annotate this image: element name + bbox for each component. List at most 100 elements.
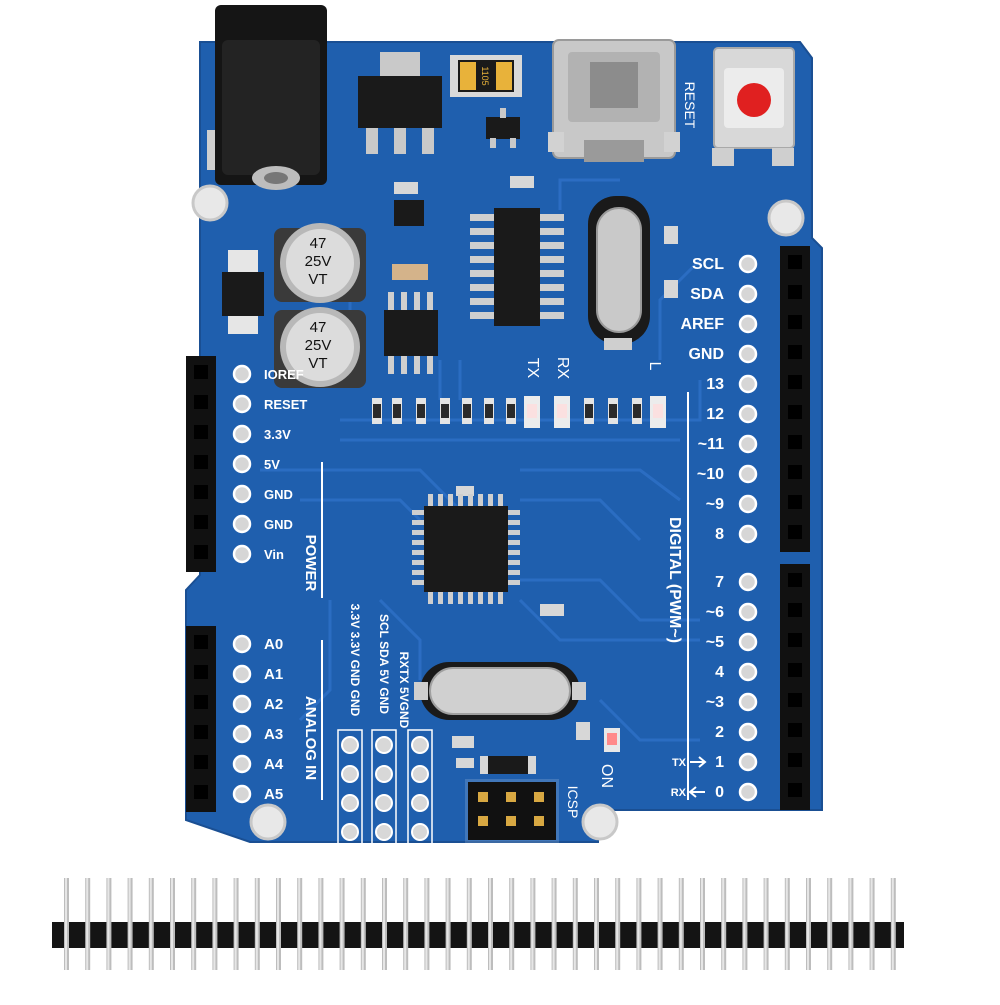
pin-label: SCL	[692, 256, 724, 273]
socket-hole	[788, 663, 802, 677]
socket-hole	[788, 345, 802, 359]
pin-label: AREF	[680, 316, 724, 333]
header-pin-highlight	[637, 878, 640, 970]
soic8-chip	[384, 292, 438, 374]
pin-pad	[738, 374, 758, 394]
pin-pad	[232, 724, 252, 744]
header-pin-highlight	[107, 878, 110, 970]
pin-hole	[375, 736, 393, 754]
socket-hole	[788, 693, 802, 707]
pin-pad	[738, 254, 758, 274]
icsp-pin	[478, 792, 488, 802]
arrow-left-icon	[688, 786, 705, 798]
smd-resistor-body	[441, 404, 449, 418]
smd-resistor-body	[417, 404, 425, 418]
chip-lead	[414, 356, 420, 374]
header-pin-highlight	[531, 878, 534, 970]
on-led-label: ON	[598, 764, 615, 788]
chip-lead	[427, 356, 433, 374]
chip-lead	[470, 298, 494, 305]
chip-lead	[508, 580, 520, 585]
pin-hole	[341, 765, 359, 783]
electrolytic-capacitor: 47 25V VT	[274, 307, 366, 388]
pin-pad	[232, 424, 252, 444]
header-pin-highlight	[340, 878, 343, 970]
pin-label: 13	[706, 376, 724, 393]
chip-lead	[478, 592, 483, 604]
pin-label: A1	[264, 666, 283, 683]
header-pin-highlight	[467, 878, 470, 970]
power-on-led	[604, 728, 620, 752]
pin-hole	[341, 736, 359, 754]
rx-led-label: RX	[554, 357, 571, 380]
icsp-pin	[534, 816, 544, 826]
smd-resistor-body	[507, 404, 515, 418]
chip-lead	[468, 592, 473, 604]
chip-lead	[412, 560, 424, 565]
chip-lead	[388, 356, 394, 374]
pin-label: ~11	[698, 436, 724, 453]
header-pin-highlight	[828, 878, 831, 970]
smd-resistor-body	[485, 404, 493, 418]
pin-label: A3	[264, 726, 283, 743]
socket-hole	[194, 755, 208, 769]
pin-label: 2	[715, 724, 724, 741]
smd-led-lens	[527, 404, 537, 418]
diode	[222, 250, 264, 334]
electrolytic-capacitor: 47 25V VT	[274, 223, 366, 303]
socket-hole	[788, 405, 802, 419]
pin-label: ~3	[706, 694, 724, 711]
chip-lead	[540, 312, 564, 319]
header-pin-highlight	[213, 878, 216, 970]
pin-pad	[232, 664, 252, 684]
l-led-label: L	[646, 362, 663, 371]
pin-pad	[232, 694, 252, 714]
chip-lead	[412, 510, 424, 515]
pin-pad	[232, 484, 252, 504]
header-pin-highlight	[425, 878, 428, 970]
strip-plastic-body	[52, 922, 904, 948]
socket-hole	[194, 545, 208, 559]
header-pin-highlight	[701, 878, 703, 970]
chip-lead	[498, 494, 503, 506]
chip-lead	[470, 284, 494, 291]
chip-lead	[388, 292, 394, 310]
reset-button[interactable]	[712, 47, 795, 166]
chip-lead	[508, 570, 520, 575]
power-title: POWER	[302, 535, 319, 592]
socket-hole	[194, 425, 208, 439]
pin-hole	[341, 794, 359, 812]
chip-lead	[401, 356, 407, 374]
pin-hole	[411, 765, 429, 783]
chip-lead	[508, 520, 520, 525]
crystal-16mhz	[414, 662, 586, 720]
socket-hole	[788, 573, 802, 587]
header-pin-highlight	[870, 878, 873, 970]
chip-lead	[508, 560, 520, 565]
usb-serial-chip	[470, 208, 564, 326]
chip-body	[384, 310, 438, 356]
pin-label: A5	[264, 786, 283, 803]
socket-hole	[788, 315, 802, 329]
socket-hole	[788, 783, 802, 797]
socket-hole	[788, 375, 802, 389]
chip-lead	[458, 592, 463, 604]
chip-body	[494, 208, 540, 326]
smd-resistor-body	[633, 404, 641, 418]
header-pin-highlight	[552, 878, 555, 970]
ext-column-outline	[407, 729, 433, 849]
pin-label: 4	[715, 664, 724, 681]
digital-title: DIGITAL (PWM~)	[666, 517, 683, 643]
smd-resistor-body	[393, 404, 401, 418]
icsp-pin	[478, 816, 488, 826]
pin-hole	[411, 736, 429, 754]
ext-label-1: RXTX 5VGND	[397, 652, 411, 729]
header-pin-highlight	[255, 878, 258, 970]
chip-lead	[540, 228, 564, 235]
female-header-socket	[186, 626, 216, 812]
header-pin-highlight	[489, 878, 491, 970]
header-pin-highlight	[807, 878, 809, 970]
